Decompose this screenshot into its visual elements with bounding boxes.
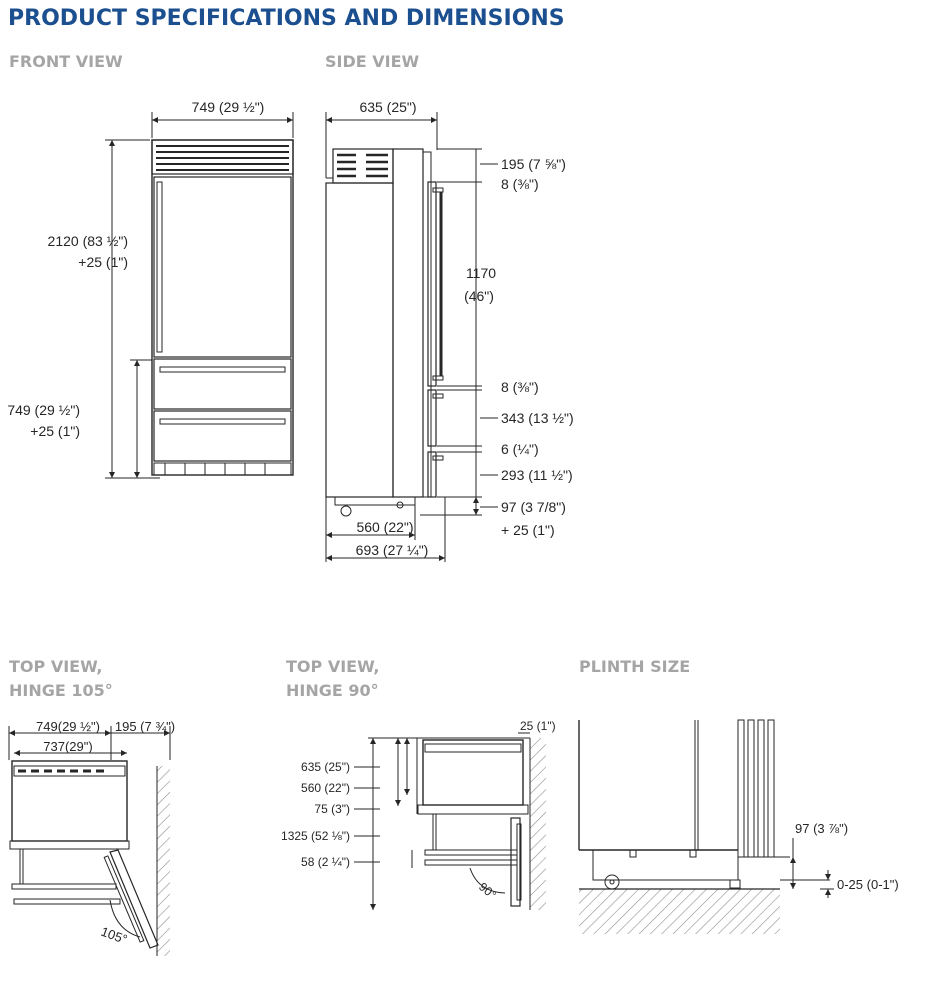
plinth-size: PLINTH SIZE 97 (3 ⅞") 0-25 (0-1") [578,657,899,934]
top-view-105-heading-1: TOP VIEW, [9,657,103,676]
top90-depth-3-label: 75 (3") [314,802,350,816]
side-view: SIDE VIEW 635 (25") [325,52,574,562]
top90-door-label: 58 (2 ¼") [301,855,350,869]
top-view-90-heading-2: HINGE 90° [286,681,379,700]
top105-inner-width-label: 737(29") [43,739,92,754]
plinth-size-heading: PLINTH SIZE [579,657,690,676]
plinth-height-label: 97 (3 ⅞") [795,821,848,836]
side-depth-cabinet-label: 560 (22") [356,519,413,535]
front-height-label: 2120 (83 ½") [48,233,128,249]
fridge-front-outline [151,139,294,476]
top-view-hinge-105: TOP VIEW, HINGE 105° 749(29 ½") 195 (7 ¾… [8,657,175,956]
plinth-adjust-label: 0-25 (0-1") [837,877,899,892]
front-drawer-adjust-label: +25 (1") [30,423,80,439]
side-plinth-label: 97 (3 7/8") [501,499,566,515]
front-height-adjust-label: +25 (1") [78,254,128,270]
side-gap-3-label: 6 (¼") [501,441,539,457]
top90-total-label: 1325 (52 ⅛") [281,829,350,843]
side-door-height-value: 1170 [466,265,496,281]
side-gap-1-label: 8 (⅜") [501,176,539,192]
front-view-heading: FRONT VIEW [9,52,123,71]
top105-angle-label: 105° [99,924,129,947]
front-width-label: 749 (29 ½") [192,99,265,115]
top90-depth-1-label: 635 (25") [301,760,350,774]
page-title: PRODUCT SPECIFICATIONS AND DIMENSIONS [8,6,565,31]
side-depth-top-label: 635 (25") [359,99,416,115]
side-drawer-2-label: 293 (11 ½") [501,467,573,483]
front-drawer-height-label: 749 (29 ½") [7,402,80,418]
top105-outer-width-label: 749(29 ½") [36,719,100,734]
side-gap-2-label: 8 (⅜") [501,379,539,395]
top-view-90-heading-1: TOP VIEW, [286,657,380,676]
top90-wall-gap-label: 25 (1") [520,719,556,733]
side-grille-label: 195 (7 ⅝") [501,156,566,172]
side-view-heading: SIDE VIEW [325,52,420,71]
top-view-hinge-90: TOP VIEW, HINGE 90° 25 (1") 635 (25") 56… [281,657,556,910]
front-view: FRONT VIEW 749 (29 ½") 2 [7,52,294,479]
side-plinth-adjust-label: + 25 (1") [501,522,555,538]
side-door-height-inch: (46") [464,288,494,304]
top105-clearance-label: 195 (7 ¾") [115,719,175,734]
side-drawer-1-label: 343 (13 ½") [501,410,574,426]
top90-depth-2-label: 560 (22") [301,781,350,795]
top-view-105-heading-2: HINGE 105° [9,681,113,700]
side-depth-total-label: 693 (27 ¼") [356,542,429,558]
